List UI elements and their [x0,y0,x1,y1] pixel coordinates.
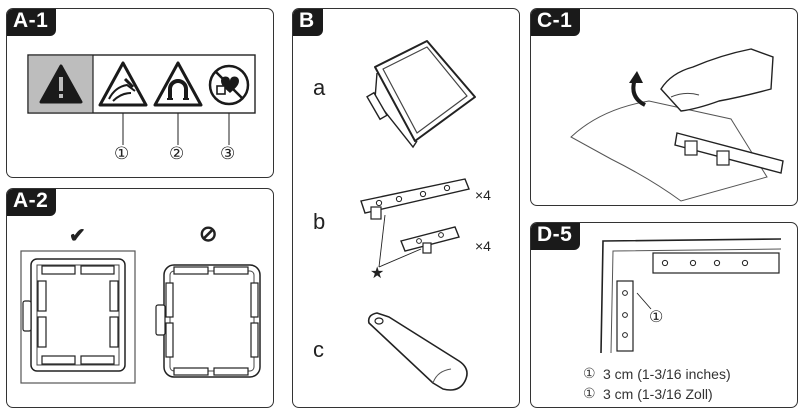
hoop-correct-illustration [20,250,136,384]
panel-a1: A-1 ① ② ③ [6,8,274,178]
item-label-b: b [313,209,326,234]
item-label-c: c [313,337,324,362]
note-1-text: 3 cm (1-3/16 inches) [603,366,731,382]
note-1-number: ① [583,365,596,381]
embroidery-frame-illustration [366,40,476,149]
lift-arrow-icon [629,71,646,107]
d5-callout: ① [649,309,664,326]
star-marker: ★ [370,265,385,282]
warning-triangle-icon [39,64,83,104]
panel-label-a2: A-2 [7,189,57,216]
panel-d5: D-5 ① ① 3 cm (1-3/16 inches) ① 3 cm (1-3… [530,222,798,408]
panel-label-b: B [293,9,323,36]
panel-label-a1: A-1 [7,9,57,36]
item-label-a: a [313,75,326,100]
hoop-incorrect-illustration [155,264,261,378]
fabric-illustration [570,100,768,202]
panel-label-d5: D-5 [531,223,581,250]
magnet-warning-icon [153,61,203,107]
hand-illustration [660,48,774,112]
callout-2: ② [169,144,185,163]
panel-c1: C-1 [530,8,798,206]
note-2-text: 3 cm (1-3/16 Zoll) [603,386,713,402]
prohibited-icon: ⊘ [199,221,218,246]
note-2-number: ① [583,385,596,401]
frame-corner-illustration [600,238,782,354]
panel-label-c1: C-1 [531,9,581,36]
callout-1: ① [114,144,130,163]
star-leaders [378,214,422,268]
no-pacemaker-icon [208,64,250,106]
panel-b: B a b c ★ ×4 ×4 [292,8,520,408]
hand-pinch-hazard-icon [98,61,148,107]
magnet-strip-long-illustration [360,178,470,220]
quantity-short-magnet: ×4 [475,238,491,254]
quantity-long-magnet: ×4 [475,187,491,203]
callout-3: ③ [220,144,236,163]
correct-check-icon: ✔ [69,225,86,247]
callout-leaders [122,113,230,145]
panel-a2: A-2 ✔ ⊘ [6,188,274,408]
magnet-strip-illustration [674,132,784,174]
magnet-strip-short-illustration [400,226,460,254]
magnet-removal-tool-illustration [367,312,468,391]
